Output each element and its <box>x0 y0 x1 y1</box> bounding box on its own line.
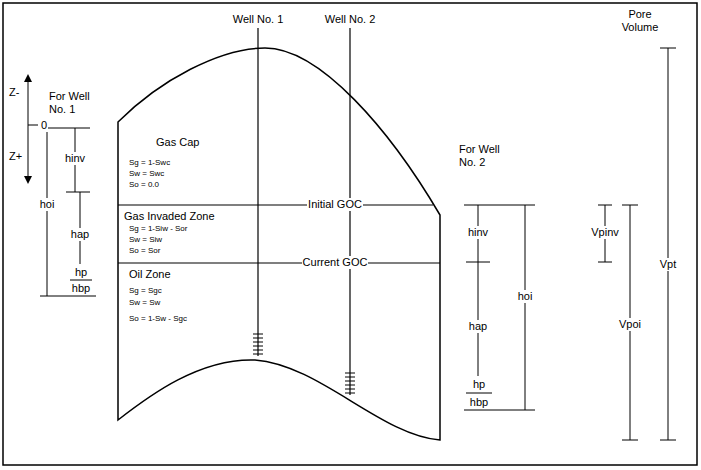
label: Sw = Siw <box>128 235 163 244</box>
label: So = 0.0 <box>128 180 160 189</box>
label: hp <box>472 378 486 391</box>
label: 0 <box>40 119 48 132</box>
label: Oil Zone <box>128 268 172 281</box>
label: For Well No. 2 <box>458 143 512 168</box>
label: Sg = 1-Siw - Sor <box>128 224 188 233</box>
initial-goc-line <box>118 204 433 205</box>
arrowhead <box>24 176 32 184</box>
current-goc-line <box>118 262 440 263</box>
well-line <box>349 28 350 395</box>
perforation-symbol <box>253 334 263 354</box>
label: hinv <box>64 152 86 165</box>
label: Z+ <box>8 150 23 163</box>
right-scale <box>464 205 535 410</box>
label: hap <box>468 320 488 333</box>
label: Sw = Swc <box>128 169 165 178</box>
label: hinv <box>467 226 489 239</box>
label: hp <box>74 266 88 279</box>
label: Z- <box>8 86 20 99</box>
label: Initial GOC <box>307 198 363 211</box>
label: So = 1-Sw - Sgc <box>128 314 188 323</box>
label: Pore Volume <box>614 8 666 33</box>
pore-volume-scale <box>598 48 676 440</box>
label: Well No. 1 <box>232 13 285 26</box>
frame <box>3 3 697 465</box>
label: hoi <box>517 290 534 303</box>
label: Vpinv <box>590 226 620 239</box>
label: Gas Invaded Zone <box>123 210 216 223</box>
label: Gas Cap <box>155 136 200 149</box>
label: hbp <box>469 396 489 409</box>
label: Well No. 2 <box>324 13 377 26</box>
label: hap <box>70 228 90 241</box>
label: Vpt <box>659 258 678 271</box>
well-line <box>257 28 258 356</box>
arrowhead <box>24 74 32 82</box>
label: Sw = Sw <box>128 298 161 307</box>
label: For Well No. 1 <box>48 90 102 115</box>
reservoir-outline <box>118 48 440 440</box>
label: Current GOC <box>302 256 369 269</box>
label: Sg = Sgc <box>128 286 163 295</box>
perforation-symbol <box>345 373 355 393</box>
label: hoi <box>39 198 56 211</box>
label: Vpoi <box>618 318 642 331</box>
label: So = Sor <box>128 246 161 255</box>
label: Sg = 1-Swc <box>128 158 171 167</box>
label: hbp <box>71 282 91 295</box>
